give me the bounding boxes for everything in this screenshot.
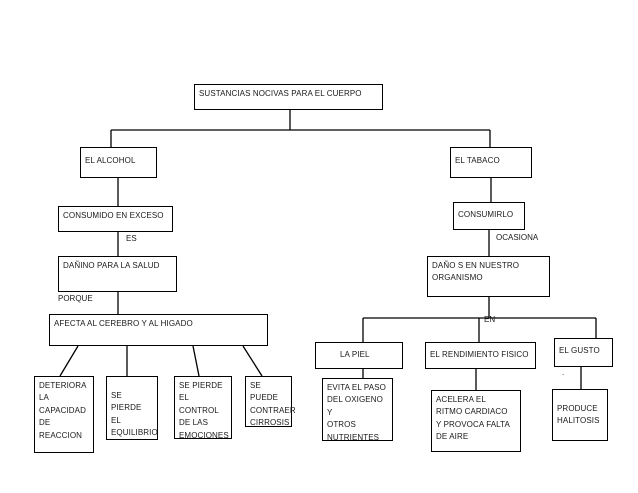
ocasiona-label: OCASIONA <box>496 233 539 242</box>
es-label: ES <box>126 234 137 243</box>
tabaco-node: EL TABACO <box>450 147 532 178</box>
effect-cirrosis-node: SE PUEDE CONTRAER CIRROSIS <box>245 376 296 427</box>
effect-deteriora-node: DETERIORA LA CAPACIDAD DE REACCION <box>34 376 94 453</box>
effect-oxigeno-node: EVITA EL PASO DEL OXIGENO Y OTROS NUTRIE… <box>322 378 393 442</box>
porque-label: PORQUE <box>58 294 93 303</box>
afecta-node: AFECTA AL CEREBRO Y AL HIGADO <box>49 314 268 346</box>
effect-equilibrio-node: SE PIERDE EL EQUILIBRIO <box>106 376 158 440</box>
effect-halitosis-node: PRODUCE HALITOSIS <box>552 389 608 441</box>
rendimiento-node: EL RENDIMIENTO FISICO <box>425 342 536 369</box>
en-label: EN <box>484 315 496 324</box>
effect-emociones-node: SE PIERDE EL CONTROL DE LAS EMOCIONES <box>174 376 232 440</box>
effect-cardiaco-node: ACELERA EL RITMO CARDIACO Y PROVOCA FALT… <box>431 390 521 452</box>
root-node: SUSTANCIAS NOCIVAS PARA EL CUERPO <box>194 84 383 110</box>
gusto-dot: . <box>562 368 565 377</box>
danino-node: DAÑINO PARA LA SALUD <box>58 256 177 292</box>
alcohol-node: EL ALCOHOL <box>80 147 157 178</box>
gusto-node: EL GUSTO <box>554 338 613 367</box>
alcohol-consumo-node: CONSUMIDO EN EXCESO <box>58 206 173 232</box>
danos-node: DAÑO S EN NUESTRO ORGANISMO <box>427 256 550 297</box>
piel-node: LA PIEL <box>315 342 403 369</box>
tabaco-consumo-node: CONSUMIRLO <box>453 202 525 230</box>
